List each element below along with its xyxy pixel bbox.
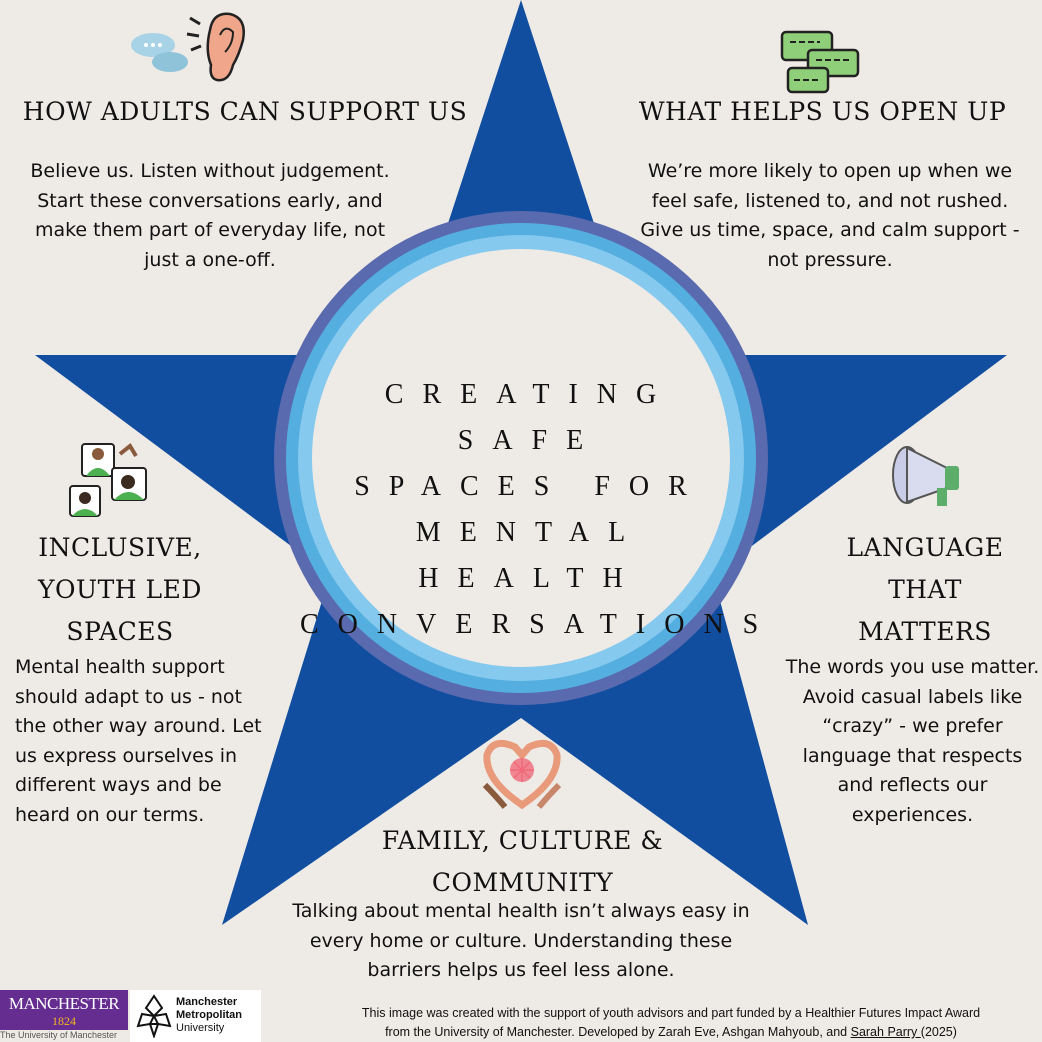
center-circle bbox=[312, 249, 730, 667]
heading-line: MATTERS bbox=[858, 617, 992, 646]
mmu-logo[interactable]: Manchester Metropolitan University bbox=[130, 990, 261, 1042]
footer-year: (2025) bbox=[920, 1025, 957, 1039]
heading-line: LANGUAGE bbox=[846, 533, 1004, 562]
language-heading: LANGUAGE THAT MATTERS bbox=[820, 527, 1030, 653]
hands-heart-icon bbox=[482, 739, 562, 810]
open-up-heading: WHAT HELPS US OPEN UP bbox=[638, 97, 1007, 126]
mmu-emblem-icon bbox=[136, 994, 172, 1038]
inclusive-heading: INCLUSIVE, YOUTH LED SPACES bbox=[20, 527, 220, 653]
open-up-body: We’re more likely to open up when we fee… bbox=[640, 160, 1020, 271]
uom-logo-year: 1824 bbox=[52, 1014, 76, 1028]
megaphone-icon bbox=[892, 446, 959, 506]
heading-line: FAMILY, CULTURE & bbox=[381, 826, 664, 855]
uom-logo-subtitle: The University of Manchester bbox=[0, 1030, 118, 1040]
heading-line: THAT bbox=[888, 575, 962, 604]
footer-line-2: from the University of Manchester. Devel… bbox=[300, 1023, 1042, 1042]
author-link[interactable]: Sarah Parry bbox=[850, 1025, 921, 1039]
inclusive-body: Mental health support should adapt to us… bbox=[15, 656, 262, 826]
heading-line: COMMUNITY bbox=[431, 868, 614, 897]
heading-line: SPACES bbox=[66, 617, 174, 646]
title-line: CONVERSATIONS bbox=[300, 609, 778, 640]
family-body: Talking about mental health isn’t always… bbox=[292, 900, 750, 981]
adults-body: Believe us. Listen without judgement. St… bbox=[30, 160, 390, 271]
mmu-name-line: Metropolitan bbox=[176, 1009, 242, 1021]
footer-credits: This image was created with the support … bbox=[300, 1004, 1042, 1042]
heading-line: YOUTH LED bbox=[38, 575, 202, 604]
title-line: CREATING SAFE bbox=[384, 379, 676, 456]
page-title: CREATING SAFE SPACES FOR MENTAL HEALTH C… bbox=[300, 372, 760, 648]
footer-line-1: This image was created with the support … bbox=[361, 1006, 981, 1020]
title-line: SPACES FOR bbox=[354, 471, 706, 502]
mmu-name-line: University bbox=[176, 1022, 225, 1034]
footer-text: from the University of Manchester. Devel… bbox=[385, 1025, 851, 1039]
heading-line: INCLUSIVE, bbox=[38, 533, 202, 562]
family-heading: FAMILY, CULTURE & COMMUNITY bbox=[350, 820, 695, 904]
adults-heading: HOW ADULTS CAN SUPPORT US bbox=[22, 97, 468, 126]
chat-bubbles-icon bbox=[780, 30, 860, 94]
uom-logo-name: MANCHESTER bbox=[8, 994, 120, 1013]
uom-logo[interactable]: MANCHESTER 1824 bbox=[0, 990, 128, 1030]
people-icon bbox=[69, 443, 147, 517]
mmu-name-line: Manchester bbox=[176, 996, 238, 1008]
language-body: The words you use matter. Avoid casual l… bbox=[785, 656, 1040, 826]
title-line: MENTAL HEALTH bbox=[415, 517, 645, 594]
ear-speech-icon bbox=[131, 12, 245, 82]
